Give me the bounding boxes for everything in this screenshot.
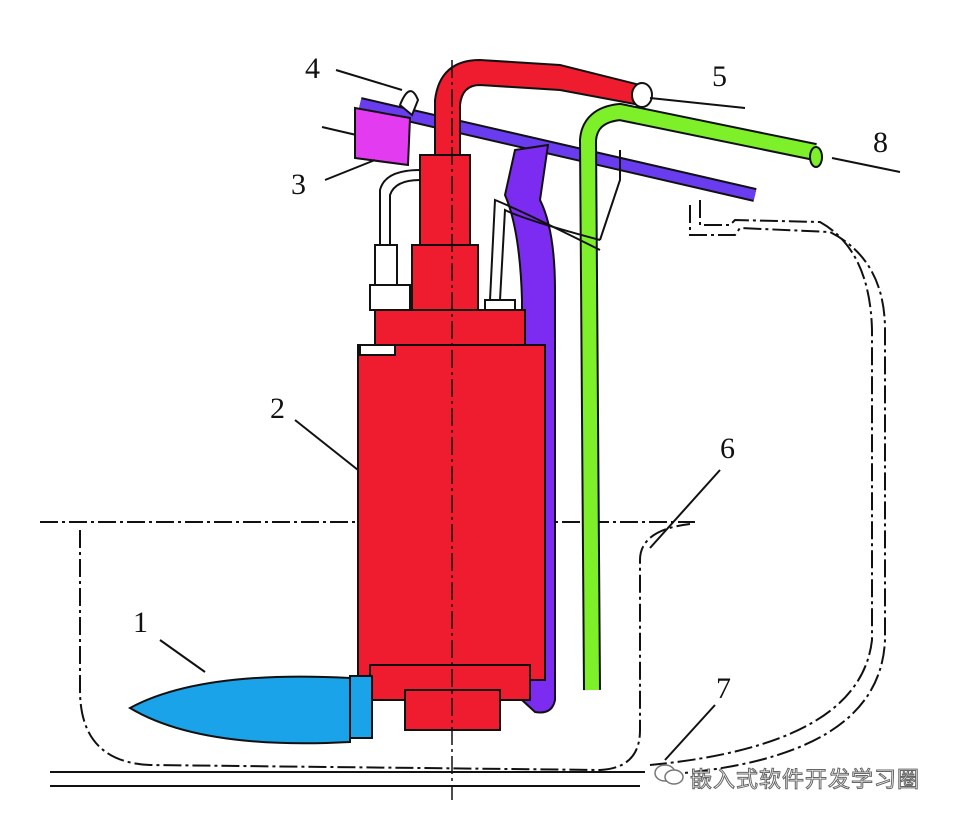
connector — [374, 244, 398, 286]
pump-neck — [419, 154, 471, 246]
label-5: 5 — [712, 60, 727, 93]
connector-base — [369, 284, 411, 311]
wechat-icon — [654, 764, 684, 785]
label-8: 8 — [873, 126, 888, 159]
label-7: 7 — [716, 672, 731, 705]
watermark: 嵌入式软件开发学习圈 — [689, 768, 921, 794]
clip — [354, 106, 412, 167]
supply-line-end — [809, 146, 823, 168]
wiring — [379, 150, 621, 301]
supply-line-outline — [579, 103, 817, 691]
floor-lines — [50, 771, 645, 787]
label-1: 1 — [133, 606, 148, 639]
outlet-pipe-end — [631, 82, 653, 108]
pump-notch — [359, 344, 396, 356]
filter — [127, 675, 351, 745]
label-6: 6 — [720, 432, 735, 465]
pump-cap — [374, 309, 526, 346]
label-3: 3 — [291, 168, 306, 201]
supply-line — [581, 105, 817, 691]
clip-tab — [398, 90, 420, 117]
label-2: 2 — [270, 392, 285, 425]
mounting-bracket — [358, 99, 757, 200]
filter-collar — [349, 675, 373, 739]
label-4: 4 — [305, 52, 320, 85]
leader-lines — [159, 69, 901, 761]
